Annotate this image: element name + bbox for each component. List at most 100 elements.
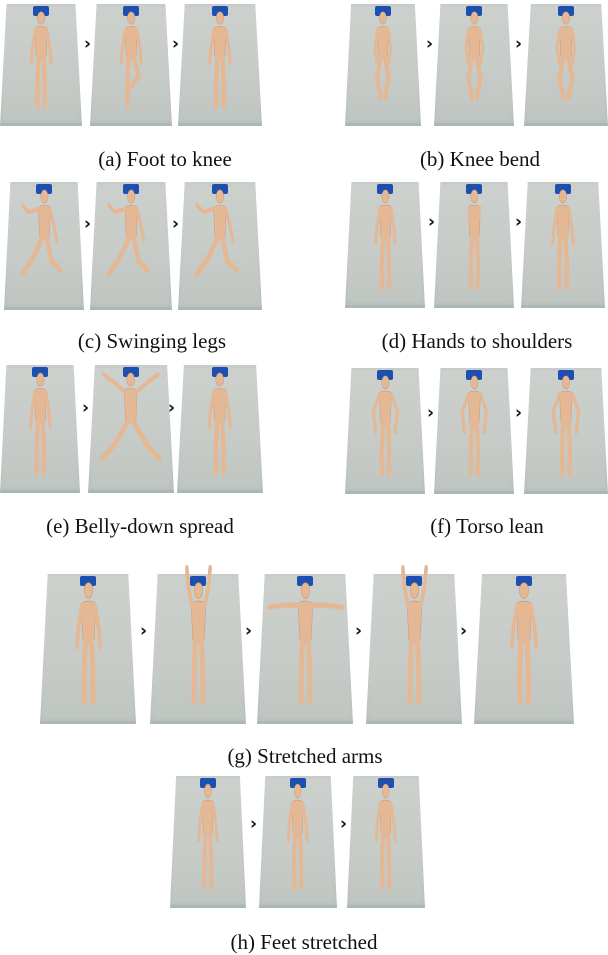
body-wrap — [188, 8, 252, 116]
pillow — [378, 778, 394, 788]
body-wrap — [534, 372, 598, 484]
human-body-figure — [29, 11, 53, 109]
body-wrap — [444, 8, 505, 116]
human-body-figure — [19, 189, 62, 277]
floor-mat — [4, 182, 84, 310]
chevron-right-icon: › — [460, 621, 468, 641]
human-body-figure — [119, 11, 143, 109]
pillow — [123, 6, 139, 16]
pose-frame — [434, 4, 514, 126]
body-wrap — [98, 369, 163, 483]
body-wrap — [486, 578, 562, 714]
pillow — [32, 367, 48, 377]
pillow — [466, 370, 482, 380]
chevron-right-icon: › — [172, 214, 180, 234]
pose-frame — [474, 574, 574, 724]
pose-frame — [345, 4, 421, 126]
pose-frame — [259, 776, 337, 908]
body-wrap — [534, 8, 598, 116]
chevron-right-icon: › — [140, 621, 148, 641]
pillow — [190, 576, 206, 586]
body-wrap — [268, 780, 327, 898]
pillow — [212, 367, 228, 377]
human-body-figure — [375, 783, 397, 891]
chevron-right-icon: › — [428, 212, 436, 232]
chevron-right-icon: › — [515, 403, 523, 423]
human-body-figure — [207, 372, 233, 476]
body-wrap — [378, 564, 451, 714]
human-body-figure — [467, 189, 481, 291]
body-wrap — [444, 186, 505, 298]
pillow — [36, 184, 52, 194]
pose-frame — [177, 365, 263, 493]
human-body-figure — [551, 189, 575, 291]
body-wrap — [187, 369, 252, 483]
chevron-right-icon: › — [245, 621, 253, 641]
chevron-right-icon: › — [426, 34, 434, 54]
body-wrap — [444, 372, 505, 484]
chevron-right-icon: › — [427, 403, 435, 423]
caption-e: (e) Belly-down spread — [46, 514, 234, 538]
pillow — [123, 367, 139, 377]
caption-c: (c) Swinging legs — [77, 329, 227, 353]
pose-frame — [90, 4, 172, 126]
pose-frame — [178, 4, 262, 126]
body-wrap — [14, 186, 75, 300]
pillow — [558, 370, 574, 380]
pillow — [466, 6, 482, 16]
body-wrap — [355, 186, 416, 298]
human-body-figure — [509, 582, 539, 706]
pillow — [466, 184, 482, 194]
human-body-figure — [194, 189, 239, 277]
floor-mat — [474, 574, 574, 724]
chevron-right-icon: › — [515, 212, 523, 232]
human-body-figure — [373, 11, 393, 101]
caption-a: (a) Foot to knee — [98, 147, 232, 171]
human-body-figure — [28, 372, 52, 476]
human-body-figure — [555, 11, 577, 101]
body-wrap — [188, 186, 252, 300]
human-body-figure — [266, 582, 344, 706]
caption-g: (g) Stretched arms — [227, 744, 383, 768]
pose-frame — [150, 564, 246, 724]
pose-frame — [345, 182, 425, 308]
pose-frame — [0, 4, 82, 126]
human-body-figure — [463, 11, 485, 101]
caption-d: (d) Hands to shoulders — [381, 329, 573, 353]
chevron-right-icon: › — [250, 814, 258, 834]
caption-f: (f) Torso lean — [430, 514, 544, 538]
pillow — [33, 6, 49, 16]
human-body-figure — [551, 375, 581, 477]
pose-frame — [524, 4, 608, 126]
chevron-right-icon: › — [340, 814, 348, 834]
floor-mat — [150, 574, 246, 724]
floor-mat — [170, 776, 246, 908]
pillow — [516, 576, 532, 586]
pose-frame — [170, 776, 246, 908]
body-wrap — [52, 578, 125, 714]
chevron-right-icon: › — [84, 34, 92, 54]
floor-mat — [347, 776, 425, 908]
human-body-figure — [99, 372, 163, 462]
chevron-right-icon: › — [355, 621, 363, 641]
pillow — [558, 6, 574, 16]
pillow — [297, 576, 313, 586]
body-wrap — [355, 372, 416, 484]
caption-h: (h) Feet stretched — [230, 930, 378, 954]
human-body-figure — [373, 189, 397, 291]
chevron-right-icon: › — [168, 398, 176, 418]
body-wrap — [162, 564, 235, 714]
human-body-figure — [208, 11, 232, 109]
pose-frame — [40, 574, 136, 724]
pose-frame — [345, 368, 425, 494]
pose-frame — [434, 368, 514, 494]
body-wrap — [531, 186, 595, 298]
pillow — [212, 184, 228, 194]
floor-mat — [40, 574, 136, 724]
body-wrap — [179, 780, 237, 898]
pose-frame — [434, 182, 514, 308]
human-body-figure — [106, 189, 150, 277]
pillow — [375, 6, 391, 16]
pillow — [80, 576, 96, 586]
pose-frame — [4, 182, 84, 310]
